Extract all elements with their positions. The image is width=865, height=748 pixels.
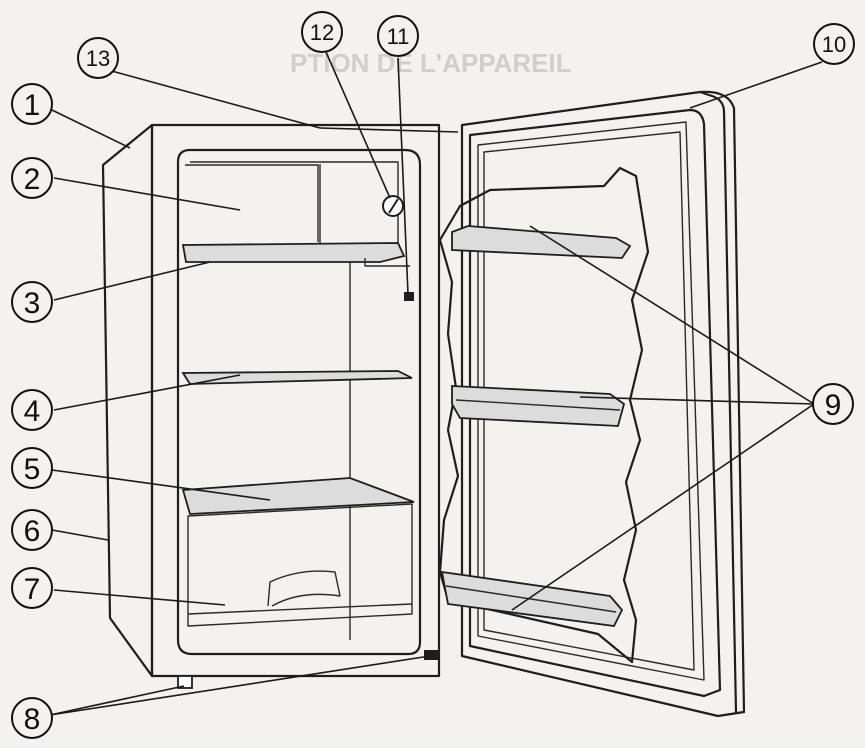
callout-2: 2 — [11, 157, 53, 199]
callout-11: 11 — [377, 15, 419, 57]
cabinet-side-panel — [101, 123, 154, 678]
thermostat-knob — [382, 195, 404, 217]
door-gasket — [468, 108, 722, 698]
leader-line-13a — [107, 69, 321, 129]
svg-text:9: 9 — [825, 389, 842, 422]
leader-line-7 — [53, 589, 226, 606]
crisper-cover — [181, 477, 415, 515]
callout-5: 5 — [11, 447, 53, 489]
leader-line-13b — [319, 127, 459, 133]
svg-text:5: 5 — [24, 453, 41, 486]
svg-text:8: 8 — [24, 703, 41, 736]
callout-4: 4 — [11, 389, 53, 431]
svg-text:13: 13 — [86, 46, 110, 71]
door-inner-liner — [438, 166, 650, 664]
door-balcony-bottom-rim — [445, 585, 617, 613]
leader-line-3 — [53, 261, 211, 301]
leader-line-2 — [53, 177, 241, 211]
fridge-door — [438, 90, 746, 718]
callout-3: 3 — [11, 281, 53, 323]
svg-text:3: 3 — [24, 287, 41, 320]
svg-text:12: 12 — [310, 20, 334, 45]
callout-7: 7 — [11, 567, 53, 609]
cabinet-front-frame — [150, 123, 441, 678]
light-switch — [404, 292, 414, 301]
callout-10: 10 — [813, 23, 855, 65]
door-balcony-middle — [451, 385, 626, 427]
svg-text:7: 7 — [24, 573, 41, 606]
leader-lines — [49, 51, 823, 716]
door-balcony-middle-rim — [455, 399, 621, 411]
leader-line-9a — [529, 225, 815, 405]
leader-line-8b — [49, 655, 431, 716]
adjustable-foot-left — [177, 675, 193, 689]
leader-line-8a — [49, 685, 185, 716]
callouts: 1 2 3 4 5 6 7 8 9 10 11 12 13 — [11, 11, 855, 739]
crisper-handle — [267, 570, 341, 607]
freezer-compartment — [185, 164, 319, 242]
leader-line-5 — [51, 469, 271, 501]
callout-12: 12 — [301, 11, 343, 53]
leader-line-6 — [51, 529, 109, 541]
svg-text:6: 6 — [24, 515, 41, 548]
leader-line-10 — [689, 61, 823, 109]
callout-8: 8 — [11, 697, 53, 739]
svg-text:11: 11 — [387, 24, 410, 49]
leader-line-9c — [511, 403, 815, 611]
background-heading: PTION DE L'APPAREIL — [290, 48, 572, 78]
svg-text:4: 4 — [24, 395, 41, 428]
glass-shelf — [181, 370, 413, 385]
svg-text:1: 1 — [24, 89, 41, 122]
callout-13: 13 — [77, 37, 119, 79]
svg-text:10: 10 — [822, 32, 846, 57]
door-gasket-inner-2 — [483, 131, 695, 671]
leader-line-11 — [397, 57, 409, 295]
crisper-drawer — [187, 503, 413, 627]
fridge-cabinet — [101, 123, 441, 689]
drip-tray-lip — [364, 258, 410, 267]
callout-1: 1 — [11, 83, 53, 125]
leader-line-4 — [53, 374, 241, 411]
leader-line-9b — [579, 396, 815, 405]
cabinet-inner-liner — [176, 148, 422, 656]
liner-back-edge — [190, 161, 399, 250]
drip-tray — [181, 242, 406, 263]
crisper-bottom-edge — [187, 603, 413, 615]
leader-line-1 — [51, 109, 131, 149]
door-edge — [698, 90, 738, 714]
svg-text:2: 2 — [24, 163, 41, 196]
callout-9: 9 — [812, 383, 854, 425]
adjustable-foot-right — [424, 650, 438, 660]
leader-line-12 — [325, 51, 391, 199]
door-outer-panel — [460, 90, 746, 718]
callout-6: 6 — [11, 509, 53, 551]
door-gasket-inner — [477, 121, 705, 681]
door-balcony-top — [451, 225, 632, 259]
